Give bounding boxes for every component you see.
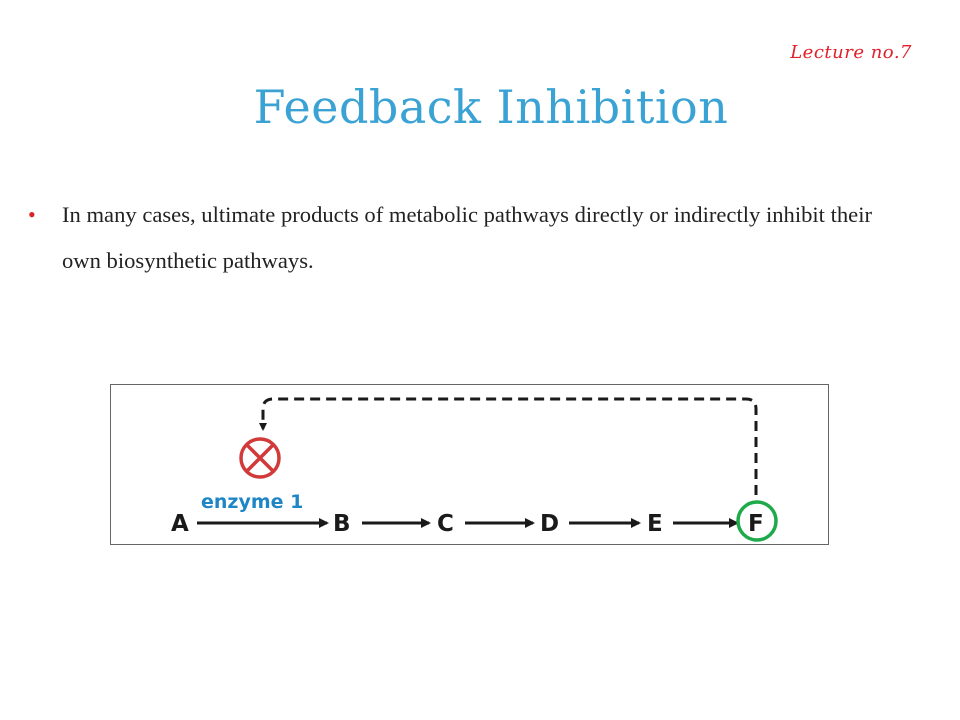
feedback-inhibition-diagram: enzyme 1 A B C D E F [110, 384, 829, 545]
node-d: D [540, 511, 559, 537]
bullet-list-item: • In many cases, ultimate products of me… [28, 192, 908, 284]
inhibition-circle-x-icon [239, 437, 281, 479]
enzyme-label: enzyme 1 [201, 491, 303, 513]
pathway-svg: enzyme 1 A B C D E F [171, 397, 778, 542]
bullet-text: In many cases, ultimate products of meta… [62, 202, 873, 273]
feedback-dashed-line [259, 397, 758, 495]
node-f: F [748, 511, 764, 537]
node-e: E [647, 511, 663, 537]
node-c: C [437, 511, 454, 537]
product-highlight-circle [736, 500, 778, 542]
node-b: B [333, 511, 351, 537]
slide-title: Feedback Inhibition [253, 80, 729, 134]
lecture-tag: Lecture no.7 [790, 42, 912, 63]
bullet-dot-icon: • [28, 202, 36, 227]
node-a: A [171, 511, 189, 537]
